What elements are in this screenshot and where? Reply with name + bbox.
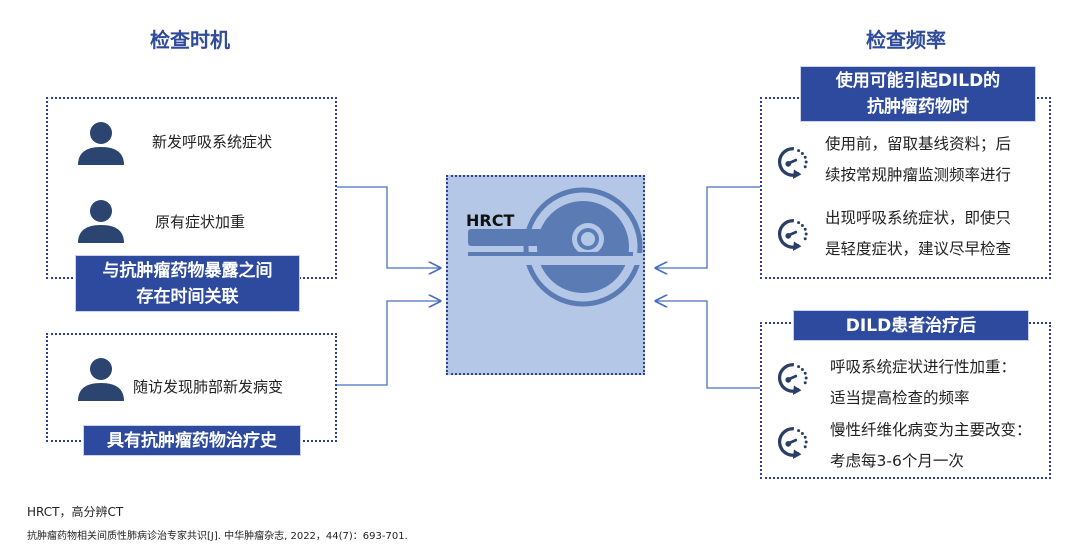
item-line: 使用前，留取基线资料；后 [825, 135, 1012, 153]
timer-icon [775, 359, 809, 397]
arrow [656, 301, 760, 389]
right-item: 出现呼吸系统症状，即使只是轻度症状，建议尽早检查 [825, 203, 1011, 265]
left-item: 新发呼吸系统症状 [152, 133, 273, 151]
right-item: 呼吸系统症状进行性加重： 适当提高检查的频率 [830, 352, 1016, 414]
hrct-label: HRCT [466, 211, 515, 230]
banner-line: 存在时间关联 [136, 286, 239, 307]
right-section-title: 检查频率 [866, 28, 946, 52]
item-line: 慢性纤维化病变为主要改变： [830, 421, 1032, 439]
right-banner-1: 使用可能引起DILD的 抗肿瘤药物时 [800, 66, 1036, 122]
timer-icon [775, 215, 809, 253]
item-line: 考虑每3-6个月一次 [830, 452, 964, 470]
item-line: 适当提高检查的频率 [830, 389, 970, 407]
left-item: 随访发现肺部新发病变 [133, 378, 284, 396]
banner-line: 抗肿瘤药物时 [867, 97, 969, 117]
item-line: 出现呼吸系统症状，即使只 [825, 209, 1012, 227]
left-banner-1: 与抗肿瘤药物暴露之间 存在时间关联 [75, 255, 300, 312]
left-item: 原有症状加重 [155, 213, 246, 231]
item-line: 是轻度症状，建议尽早检查 [825, 240, 1012, 258]
item-line: 呼吸系统症状进行性加重： [830, 358, 1017, 376]
timer-icon [775, 423, 809, 461]
item-line: 续按常规肿瘤监测频率进行 [825, 166, 1012, 184]
arrow [337, 186, 440, 268]
hrct-box: HRCT [446, 175, 645, 375]
arrow [337, 301, 440, 386]
ct-scanner-icon [468, 187, 643, 307]
footnote-abbrev: HRCT，高分辨CT [27, 505, 124, 519]
right-banner-2: DILD患者治疗后 [793, 310, 1029, 341]
banner-line: 与抗肿瘤药物暴露之间 [102, 260, 273, 281]
footnote-reference: 抗肿瘤药物相关间质性肺病诊治专家共识[J]. 中华肿瘤杂志, 2022，44(7… [27, 531, 408, 542]
arrow [656, 186, 760, 268]
right-item: 使用前，留取基线资料；后续按常规肿瘤监测频率进行 [825, 129, 1011, 191]
right-item: 慢性纤维化病变为主要改变： 考虑每3-6个月一次 [830, 415, 1032, 477]
banner-line: 使用可能引起DILD的 [835, 71, 1001, 91]
left-banner-2: 具有抗肿瘤药物治疗史 [83, 425, 301, 456]
left-section-title: 检查时机 [150, 28, 230, 52]
timer-icon [775, 143, 809, 181]
